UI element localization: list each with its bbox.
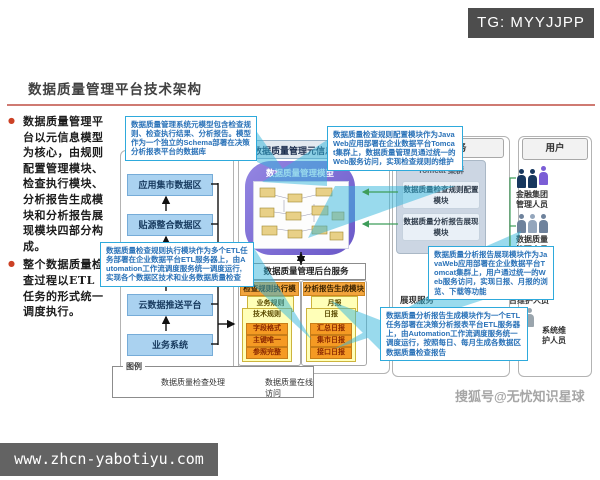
sidebar-bullets: 数据质量管理平台以元信息模型为核心，由规则配置管理模块、检查执行模块、分析报告生… [8,114,108,323]
zone-cloud-push: 云数据推送平台 [127,294,213,316]
bullet-item: 数据质量管理平台以元信息模型为核心，由规则配置管理模块、检查执行模块、分析报告生… [8,114,105,254]
callout-rule-config: 数据质量检查规则配置模块作为JavaWeb应用部署在企业数据平台Tomcat集群… [327,126,463,171]
tg-watermark-badge: TG: MYYJJPP [468,8,594,38]
person-icon [539,214,548,234]
backend-service-header: 数据质量管理后台服务 [246,263,366,280]
tomcat-cluster: Tomcat 集群 数据质量检查规则配置模块 数据质量分析报告展现模块 [396,160,486,254]
er-diagram [259,187,345,241]
quality-group-icons [516,214,549,234]
rule-primary-key: 主键唯一 [246,335,288,347]
rule-field-format: 字段格式 [246,323,288,335]
er-diagram-panel [253,181,349,249]
card-tech-rules: 技术规则 字段格式 主键唯一 参照完整 [242,308,292,362]
rule-ref-integrity: 参照完整 [246,347,288,359]
legend-green-label: 数据质量在线访问 [265,378,313,398]
person-icon [517,214,526,234]
report-mart-daily: 集市日报 [310,335,352,347]
callout-report-display: 数据质量分析报告展现模块作为JavaWeb应用部署在企业数据平台Tomcat集群… [428,246,554,300]
card-daily-report-label: 日报 [324,311,338,318]
user-finance-admins: 金融集团管理人员 [516,190,548,209]
legend-title: 图例 [123,361,145,372]
report-gen-module-title: 分析报告生成模块 [303,282,365,296]
user-system-maintainers: 系统维护人员 [542,326,566,345]
callout-rule-exec: 数据质量检查规则执行模块作为多个ETL任务部署在企业数据平台ETL服务器上，由A… [100,242,254,287]
report-display-module-box: 数据质量分析报告展现模块 [402,213,480,241]
quality-model-blob: 数据质量管理模型 [245,161,355,255]
site-url-bar: www.zhcn-yabotiyu.com [0,443,218,476]
user-header: 用户 [522,138,588,160]
title-underline [7,104,595,106]
person-icon [525,308,534,328]
finance-group-icons [516,166,549,189]
callout-report-gen: 数据质量分析报告生成模块作为一个ETL任务部署在决策分析报表平台ETL服务器上，… [380,307,528,361]
report-summary-daily: 汇总日报 [310,323,352,335]
sohu-watermark: 搜狐号@无忧知识星球 [455,389,585,404]
bullet-item: 整个数据质量检查过程以ETL任务的形式统一调度执行。 [8,257,105,319]
report-interface-daily: 接口日报 [310,347,352,359]
page-title: 数据质量管理平台技术架构 [28,82,202,97]
zone-app-mart: 应用集市数据区 [127,174,213,196]
person-icon [528,169,537,189]
card-tech-rules-label: 技术规则 [253,311,281,318]
legend-black-label: 数据质量检查处理 [161,378,225,387]
person-icon [539,166,548,189]
zone-source-integration: 贴源整合数据区 [127,214,213,236]
legend: 图例 数据质量检查处理 数据质量在线访问 [112,361,314,398]
sysadmin-icon-group [524,308,535,328]
user-platform-maintainers: 台维护人员 [509,296,549,305]
zone-business-system: 业务系统 [127,334,213,356]
person-icon [528,214,537,234]
person-icon [517,169,526,189]
card-daily-report: 日报 汇总日报 集市日报 接口日报 [306,308,356,362]
callout-meta-model: 数据质量管理系统元模型包含检查规则、检查执行结果、分析报告。模型作为一个独立的S… [125,116,257,161]
rule-config-module-box: 数据质量检查规则配置模块 [402,181,480,209]
